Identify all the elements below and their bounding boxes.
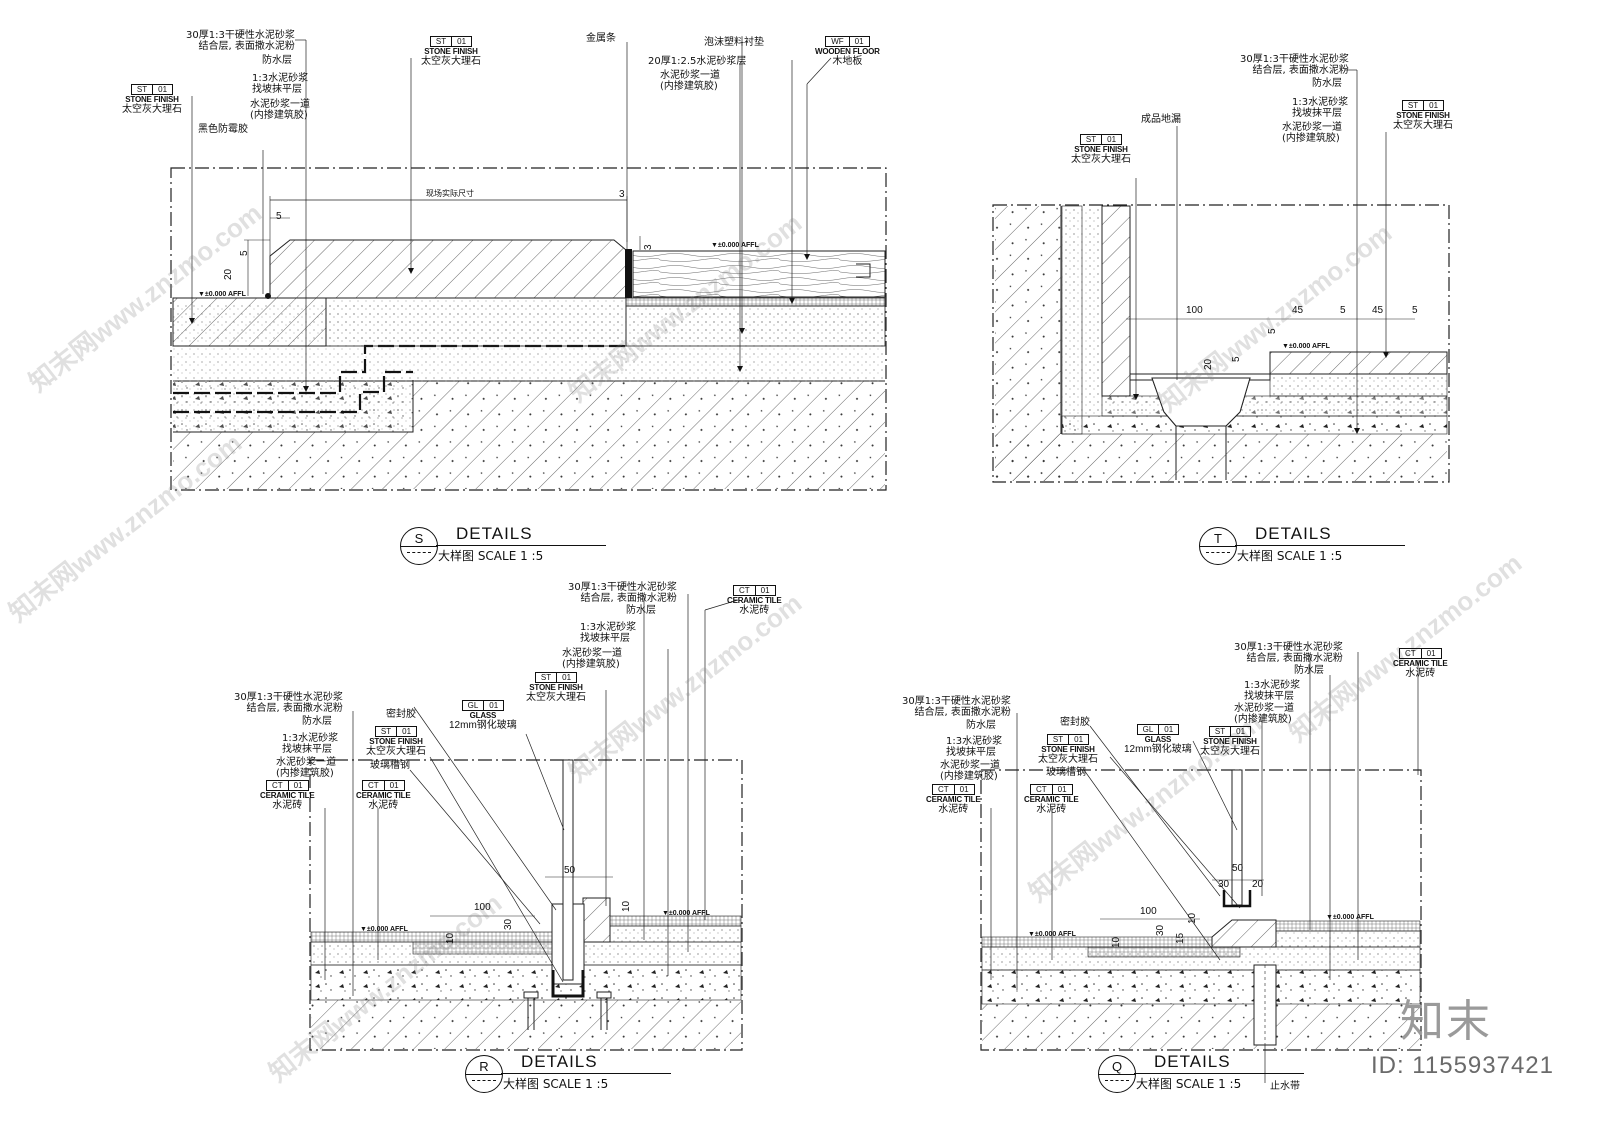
q-note-waterstop: 止水带: [1270, 1081, 1300, 1092]
r-dim-100: 100: [474, 902, 491, 913]
detail-t-section: [992, 69, 1450, 483]
q-note-leveling-right: 1:3水泥砂浆找坡抹平层: [1244, 680, 1301, 702]
s-note-foam: 泡沫塑料衬垫: [704, 37, 764, 48]
detail-r-section: [309, 594, 743, 1051]
brand-logo-text: 知末: [1400, 996, 1492, 1047]
s-dim-5-v: 5: [239, 250, 250, 256]
detail-s-section: [170, 39, 887, 491]
s-note-slurry-top: 水泥砂浆一道(内掺建筑胶): [660, 70, 720, 92]
s-note-waterproof: 防水层: [262, 55, 292, 66]
s-dim-20: 20: [223, 268, 234, 280]
s-note-slurry: 水泥砂浆一道(内掺建筑胶): [250, 99, 310, 121]
q-note-leveling-left: 1:3水泥砂浆找坡抹平层: [946, 736, 1003, 758]
r-note-waterproof-right: 防水层: [626, 605, 656, 616]
detail-q-section: [980, 652, 1422, 1083]
q-note-slurry-right: 水泥砂浆一道(内掺建筑胶): [1234, 703, 1294, 725]
t-ffl: ▼±0.000 AFFL: [1282, 343, 1330, 350]
q-dim-30: 30: [1218, 879, 1230, 890]
t-dim-5-b: 5: [1412, 305, 1418, 316]
q-note-slurry-left: 水泥砂浆一道(内掺建筑胶): [940, 760, 1000, 782]
r-ffl-right: ▼±0.000 AFFL: [662, 910, 710, 917]
s-note-mortar: 30厚1:3干硬性水泥砂浆结合层, 表面撒水泥粉: [186, 30, 295, 52]
t-dim-5-v1: 5: [1267, 328, 1278, 334]
s-note-metal-strip: 金属条: [586, 33, 616, 44]
q-note-channel: 玻璃槽钢: [1046, 767, 1086, 778]
r-note-seal: 密封胶: [386, 709, 416, 720]
q-dim-20: 20: [1252, 879, 1264, 890]
q-ffl-right: ▼±0.000 AFFL: [1326, 914, 1374, 921]
s-note-leveling: 1:3水泥砂浆找坡抹平层: [252, 73, 309, 95]
r-dim-30: 30: [503, 918, 514, 930]
q-dim-30-v: 30: [1155, 924, 1166, 936]
q-dim-10-a: 10: [1187, 912, 1198, 924]
t-dim-20: 20: [1203, 358, 1214, 370]
q-note-mortar-left: 30厚1:3干硬性水泥砂浆结合层, 表面撒水泥粉: [902, 696, 1011, 718]
t-note-waterproof: 防水层: [1312, 78, 1342, 89]
q-dim-50: 50: [1232, 863, 1244, 874]
t-note-mortar: 30厚1:3干硬性水泥砂浆结合层, 表面撒水泥粉: [1240, 54, 1349, 76]
t-dim-45-a: 45: [1292, 305, 1304, 316]
t-dim-5-v2: 5: [1231, 356, 1242, 362]
r-dim-50: 50: [564, 865, 576, 876]
q-note-waterproof-left: 防水层: [966, 720, 996, 731]
s-ffl-right: ▼±0.000 AFFL: [711, 242, 759, 249]
r-note-leveling-right: 1:3水泥砂浆找坡抹平层: [580, 622, 637, 644]
t-note-slurry: 水泥砂浆一道(内掺建筑胶): [1282, 122, 1342, 144]
s-dim-5: 5: [276, 211, 282, 222]
q-note-seal: 密封胶: [1060, 717, 1090, 728]
q-note-waterproof-right: 防水层: [1294, 665, 1324, 676]
r-note-mortar-right: 30厚1:3干硬性水泥砂浆结合层, 表面撒水泥粉: [568, 582, 677, 604]
q-note-mortar-right: 30厚1:3干硬性水泥砂浆结合层, 表面撒水泥粉: [1234, 642, 1343, 664]
r-note-slurry-right: 水泥砂浆一道(内掺建筑胶): [562, 648, 622, 670]
r-dim-10-a: 10: [621, 900, 632, 912]
t-dim-100: 100: [1186, 305, 1203, 316]
q-dim-10-b: 10: [1111, 936, 1122, 948]
r-note-slurry-left: 水泥砂浆一道(内掺建筑胶): [276, 757, 336, 779]
t-note-drain: 成品地漏: [1141, 114, 1181, 125]
r-note-mortar-left: 30厚1:3干硬性水泥砂浆结合层, 表面撒水泥粉: [234, 692, 343, 714]
r-ffl-left: ▼±0.000 AFFL: [360, 926, 408, 933]
t-note-leveling: 1:3水泥砂浆找坡抹平层: [1292, 97, 1349, 119]
r-note-leveling-left: 1:3水泥砂浆找坡抹平层: [282, 733, 339, 755]
s-dim-3-v: 3: [643, 244, 654, 250]
r-note-waterproof-left: 防水层: [302, 716, 332, 727]
t-dim-45-b: 45: [1372, 305, 1384, 316]
r-dim-10-b: 10: [445, 932, 456, 944]
q-dim-15: 15: [1175, 932, 1186, 944]
q-ffl-left: ▼±0.000 AFFL: [1028, 931, 1076, 938]
q-dim-100: 100: [1140, 906, 1157, 917]
s-dim-site: 现场实际尺寸: [426, 189, 474, 198]
t-dim-5-a: 5: [1340, 305, 1346, 316]
s-dim-3-top: 3: [619, 189, 625, 200]
r-note-channel: 玻璃槽钢: [370, 760, 410, 771]
s-ffl-left: ▼±0.000 AFFL: [198, 291, 246, 298]
image-id: ID: 1155937421: [1370, 1052, 1554, 1079]
s-note-cement-layer: 20厚1:2.5水泥砂浆层: [648, 56, 747, 67]
s-note-sealant: 黑色防霉胶: [198, 124, 248, 135]
